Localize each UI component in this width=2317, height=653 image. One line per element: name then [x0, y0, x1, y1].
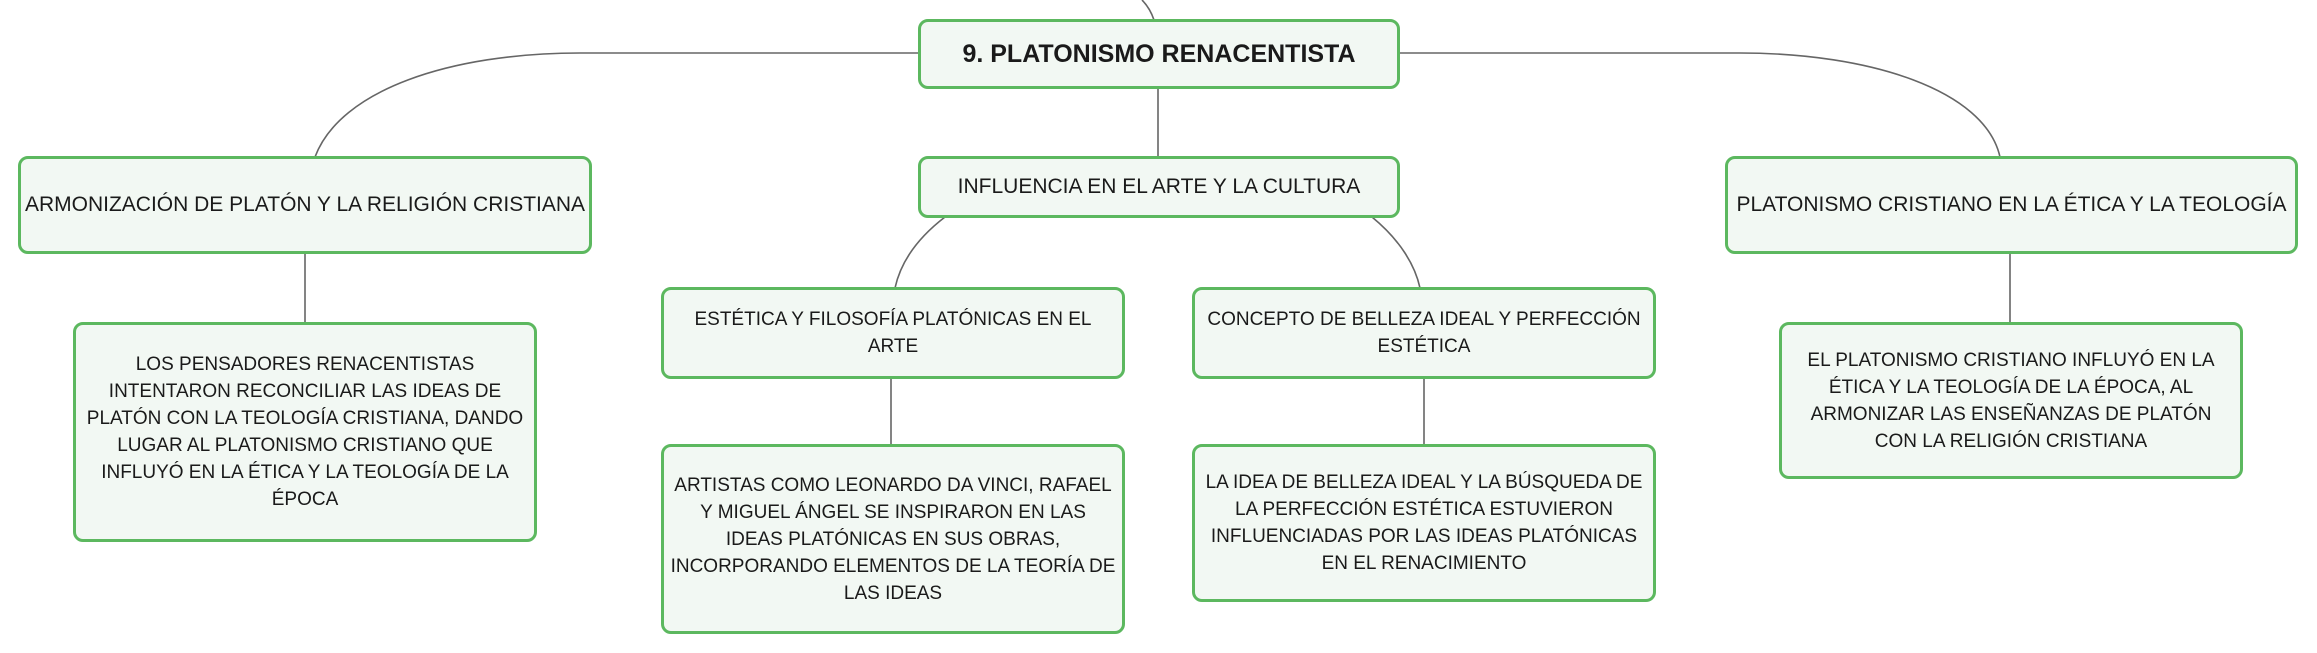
branch-node-left[interactable]: ARMONIZACIÓN DE PLATÓN Y LA RELIGIÓN CRI… — [18, 156, 592, 254]
sub-branch-label: CONCEPTO DE BELLEZA IDEAL Y PERFECCIÓN E… — [1207, 309, 1641, 357]
root-node[interactable]: 9. PLATONISMO RENACENTISTA — [918, 19, 1400, 89]
branch-label: ARMONIZACIÓN DE PLATÓN Y LA RELIGIÓN CRI… — [24, 193, 586, 216]
connector-parent-root — [1141, 0, 1155, 21]
root-label: 9. PLATONISMO RENACENTISTA — [962, 39, 1356, 68]
leaf-label: ARTISTAS COMO LEONARDO DA VINCI, RAFAEL … — [670, 474, 1116, 604]
leaf-label: LA IDEA DE BELLEZA IDEAL Y LA BÚSQUEDA D… — [1205, 472, 1643, 574]
connector-root-branch-right — [1398, 52, 2001, 158]
sub-branch-label: ESTÉTICA Y FILOSOFÍA PLATÓNICAS EN EL AR… — [694, 309, 1092, 357]
leaf-label: LOS PENSADORES RENACENTISTAS INTENTARON … — [86, 354, 524, 510]
leaf-node-beauty[interactable]: LA IDEA DE BELLEZA IDEAL Y LA BÚSQUEDA D… — [1192, 444, 1656, 602]
leaf-node-left[interactable]: LOS PENSADORES RENACENTISTAS INTENTARON … — [73, 322, 537, 542]
branch-node-center[interactable]: INFLUENCIA EN EL ARTE Y LA CULTURA — [918, 156, 1400, 218]
leaf-node-right[interactable]: EL PLATONISMO CRISTIANO INFLUYÓ EN LA ÉT… — [1779, 322, 2243, 479]
branch-label: PLATONISMO CRISTIANO EN LA ÉTICA Y LA TE… — [1736, 193, 2287, 216]
sub-branch-node-aesthetics[interactable]: ESTÉTICA Y FILOSOFÍA PLATÓNICAS EN EL AR… — [661, 287, 1125, 379]
leaf-label: EL PLATONISMO CRISTIANO INFLUYÓ EN LA ÉT… — [1807, 349, 2215, 452]
branch-label: INFLUENCIA EN EL ARTE Y LA CULTURA — [957, 175, 1361, 198]
leaf-node-aesthetics[interactable]: ARTISTAS COMO LEONARDO DA VINCI, RAFAEL … — [661, 444, 1125, 634]
branch-node-right[interactable]: PLATONISMO CRISTIANO EN LA ÉTICA Y LA TE… — [1725, 156, 2298, 254]
connector-branch-center-sub-left — [894, 216, 946, 289]
sub-branch-node-beauty[interactable]: CONCEPTO DE BELLEZA IDEAL Y PERFECCIÓN E… — [1192, 287, 1656, 379]
connector-branch-center-sub-right — [1371, 216, 1421, 289]
connector-root-branch-left — [314, 52, 920, 158]
